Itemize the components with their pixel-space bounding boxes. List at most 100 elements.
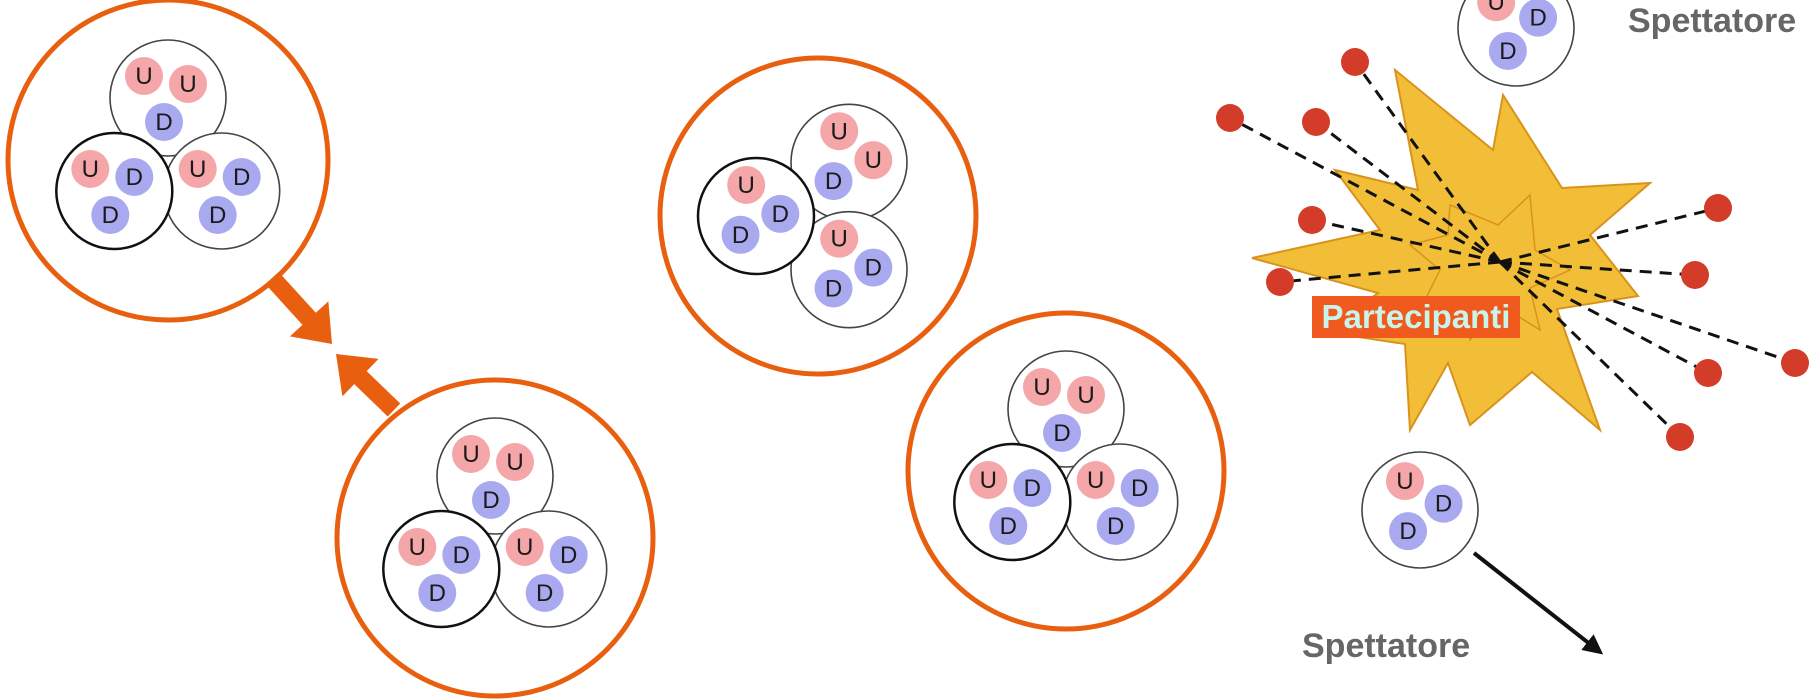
quark-label: D: [772, 201, 789, 228]
fragment-particle: [1704, 194, 1732, 222]
fragment-particle: [1266, 268, 1294, 296]
up-quark-icon: U: [854, 141, 893, 180]
down-quark-icon: D: [814, 162, 853, 201]
quark-label: U: [82, 156, 99, 183]
fragment-particle: [1216, 104, 1244, 132]
quark-label: D: [1399, 518, 1416, 545]
up-quark-icon: U: [452, 435, 490, 473]
down-quark-icon: D: [198, 196, 237, 234]
quark-label: D: [1107, 513, 1124, 540]
quark-label: U: [980, 467, 997, 494]
quark-label: U: [516, 534, 533, 561]
explosion-icon: [1216, 48, 1809, 451]
quark-label: U: [831, 118, 848, 145]
quark-label: D: [536, 580, 553, 607]
down-quark-icon: D: [442, 536, 481, 574]
quark-label: U: [462, 441, 479, 468]
quark-label: U: [179, 71, 196, 98]
quark-label: D: [1000, 513, 1017, 540]
fragment-particle: [1781, 349, 1809, 377]
quark-label: U: [865, 147, 882, 174]
up-quark-icon: U: [1385, 462, 1424, 501]
down-quark-icon: D: [145, 103, 183, 141]
quark-label: D: [1499, 38, 1516, 65]
down-quark-icon: D: [1389, 512, 1428, 551]
up-quark-icon: U: [125, 57, 163, 95]
spectator-label-bottom: Spettatore: [1302, 627, 1471, 665]
quark-label: U: [1488, 0, 1505, 16]
up-quark-icon: U: [398, 528, 437, 566]
fragment-track: [1279, 260, 1501, 284]
arrow-icon: [1472, 551, 1604, 655]
quark-label: U: [409, 534, 426, 561]
up-quark-icon: U: [969, 461, 1008, 499]
nucleon-icon: UUD: [790, 103, 908, 222]
up-quark-icon: U: [1067, 376, 1105, 414]
fragment-track: [1229, 116, 1501, 264]
nucleon-icon: UDD: [790, 210, 908, 329]
quark-label: U: [831, 226, 848, 253]
quark-label: U: [1396, 468, 1413, 495]
quark-label: D: [865, 255, 882, 282]
down-quark-icon: D: [1096, 507, 1135, 545]
down-quark-icon: D: [1424, 484, 1463, 523]
up-quark-icon: U: [169, 65, 207, 103]
up-quark-icon: U: [505, 528, 544, 566]
fragment-particle: [1694, 359, 1722, 387]
quark-label: D: [825, 275, 842, 302]
fragment-track: [1499, 260, 1796, 365]
quark-label: D: [732, 222, 749, 249]
fragment-particle: [1666, 423, 1694, 451]
quark-label: U: [506, 449, 523, 476]
quark-label: U: [1087, 467, 1104, 494]
down-quark-icon: D: [525, 574, 564, 612]
down-quark-icon: D: [721, 215, 760, 254]
nucleon-icon: UDD: [696, 156, 816, 276]
quark-label: D: [453, 542, 470, 569]
down-quark-icon: D: [472, 481, 510, 519]
up-quark-icon: U: [1076, 461, 1115, 499]
quark-label: D: [429, 580, 446, 607]
quark-label: U: [135, 63, 152, 90]
fragment-particle: [1341, 48, 1369, 76]
fragment-track: [1311, 218, 1501, 264]
participants-label: Partecipanti: [1312, 296, 1520, 338]
fragment-track: [1353, 61, 1502, 263]
arrow-icon: [265, 271, 332, 344]
quark-label: U: [1077, 382, 1094, 409]
quark-label: D: [209, 202, 226, 229]
quark-label: U: [738, 172, 755, 199]
up-quark-icon: U: [1023, 368, 1061, 406]
quark-label: D: [1529, 5, 1546, 32]
arrow-icon: [336, 354, 401, 417]
up-quark-icon: U: [178, 150, 217, 188]
quark-label: D: [1024, 475, 1041, 502]
quark-label: D: [155, 109, 172, 136]
up-quark-icon: U: [820, 112, 859, 151]
spectator-label-top: Spettatore: [1628, 2, 1797, 40]
down-quark-icon: D: [549, 536, 588, 574]
down-quark-icon: D: [989, 507, 1028, 545]
quark-label: D: [233, 164, 250, 191]
down-quark-icon: D: [1120, 469, 1159, 507]
up-quark-icon: U: [1477, 0, 1516, 22]
down-quark-icon: D: [115, 158, 154, 196]
fragment-track: [1498, 260, 1682, 439]
up-quark-icon: U: [71, 150, 110, 188]
quark-label: D: [1053, 420, 1070, 447]
down-quark-icon: D: [854, 248, 893, 287]
fragment-particle: [1681, 261, 1709, 289]
quark-label: D: [1435, 491, 1452, 518]
down-quark-icon: D: [1488, 31, 1527, 70]
fragment-particle: [1302, 108, 1330, 136]
fragment-track: [1499, 206, 1719, 264]
